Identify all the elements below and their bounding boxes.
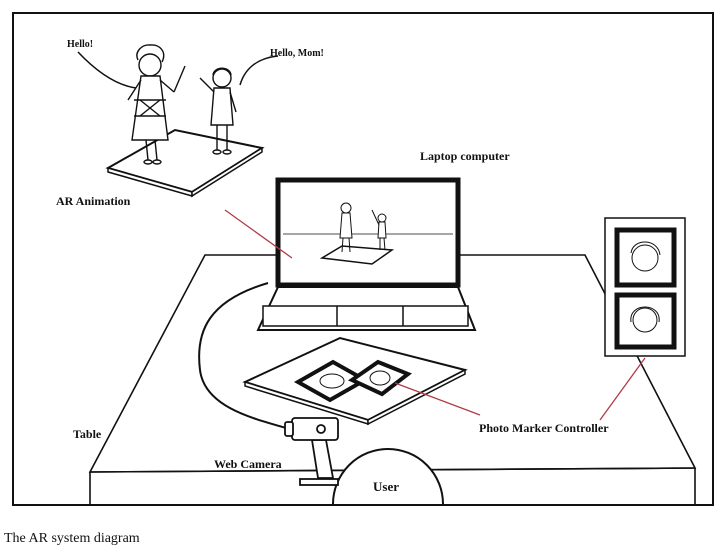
marker-cards-pointer <box>599 357 646 421</box>
laptop-label: Laptop computer <box>420 149 510 163</box>
child-speech-text: Hello, Mom! <box>270 48 324 59</box>
photo-marker-label: Photo Marker Controller <box>479 421 609 435</box>
figure-caption: The AR system diagram <box>4 531 140 546</box>
laptop-icon <box>256 177 477 331</box>
webcam-cable <box>198 282 301 433</box>
photo-marker-cards <box>604 217 686 357</box>
mother-speech-curve <box>77 51 137 89</box>
marker-board-pointer <box>394 382 481 416</box>
web-camera-label: Web Camera <box>214 457 282 471</box>
user-label: User <box>373 479 399 494</box>
mother-figure <box>127 44 186 165</box>
child-figure <box>199 67 237 155</box>
web-camera-icon <box>284 417 339 486</box>
mother-speech-text: Hello! <box>67 39 93 50</box>
user <box>332 448 444 505</box>
child-speech-curve <box>239 55 279 86</box>
ar-animation-scene <box>105 128 265 198</box>
photo-marker-board <box>242 336 468 426</box>
table-label: Table <box>73 427 102 441</box>
diagram-border <box>12 12 714 506</box>
ar-animation-label: AR Animation <box>56 194 131 208</box>
ar-animation-pointer <box>224 209 293 259</box>
